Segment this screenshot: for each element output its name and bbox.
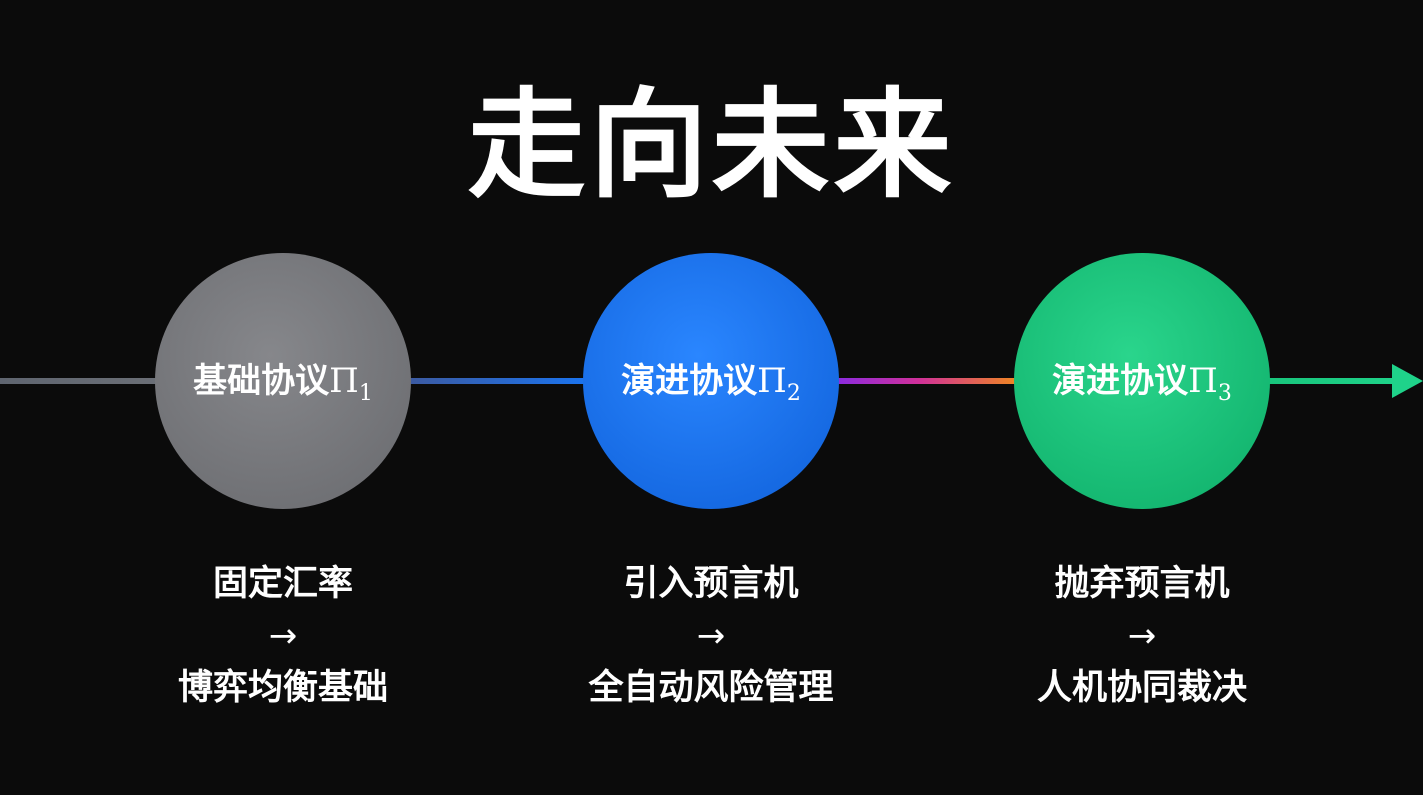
timeline-segment-2 [405, 378, 590, 384]
node-label-text: 演进协议 [621, 361, 758, 401]
description-from: 固定汇率 [212, 564, 353, 604]
timeline-segment-3 [835, 378, 1020, 384]
node-label-text: 演进协议 [1052, 361, 1189, 401]
description-arrow-icon: → [1127, 616, 1157, 656]
description-to: 全自动风险管理 [588, 668, 834, 708]
timeline-segment-1 [0, 378, 160, 384]
description-arrow-icon: → [696, 616, 726, 656]
node-circle-1 [155, 253, 411, 509]
node-subscript: 1 [358, 381, 373, 406]
timeline-arrowhead-icon [1392, 364, 1423, 398]
timeline-segment-4 [1265, 378, 1400, 384]
node-label-2: 演进协议Π2 [583, 364, 839, 405]
description-arrow-icon: → [268, 616, 298, 656]
description-from: 抛弃预言机 [1054, 564, 1230, 604]
description-from: 引入预言机 [623, 564, 799, 604]
node-label-text: 基础协议 [193, 361, 330, 401]
node-circle-3 [1014, 253, 1270, 509]
node-description-2: 引入预言机 → 全自动风险管理 [531, 558, 891, 714]
node-label-1: 基础协议Π1 [155, 364, 411, 405]
node-subscript: 3 [1217, 381, 1232, 406]
node-description-1: 固定汇率 → 博弈均衡基础 [103, 558, 463, 714]
node-subscript: 2 [786, 381, 801, 406]
description-to: 人机协同裁决 [1036, 668, 1247, 708]
description-to: 博弈均衡基础 [177, 668, 388, 708]
node-description-3: 抛弃预言机 → 人机协同裁决 [962, 558, 1322, 714]
page-title: 走向未来 [467, 76, 956, 214]
node-circle-2 [583, 253, 839, 509]
node-symbol: Π [1188, 361, 1218, 401]
node-symbol: Π [329, 361, 359, 401]
node-symbol: Π [757, 361, 787, 401]
node-label-3: 演进协议Π3 [1014, 364, 1270, 405]
